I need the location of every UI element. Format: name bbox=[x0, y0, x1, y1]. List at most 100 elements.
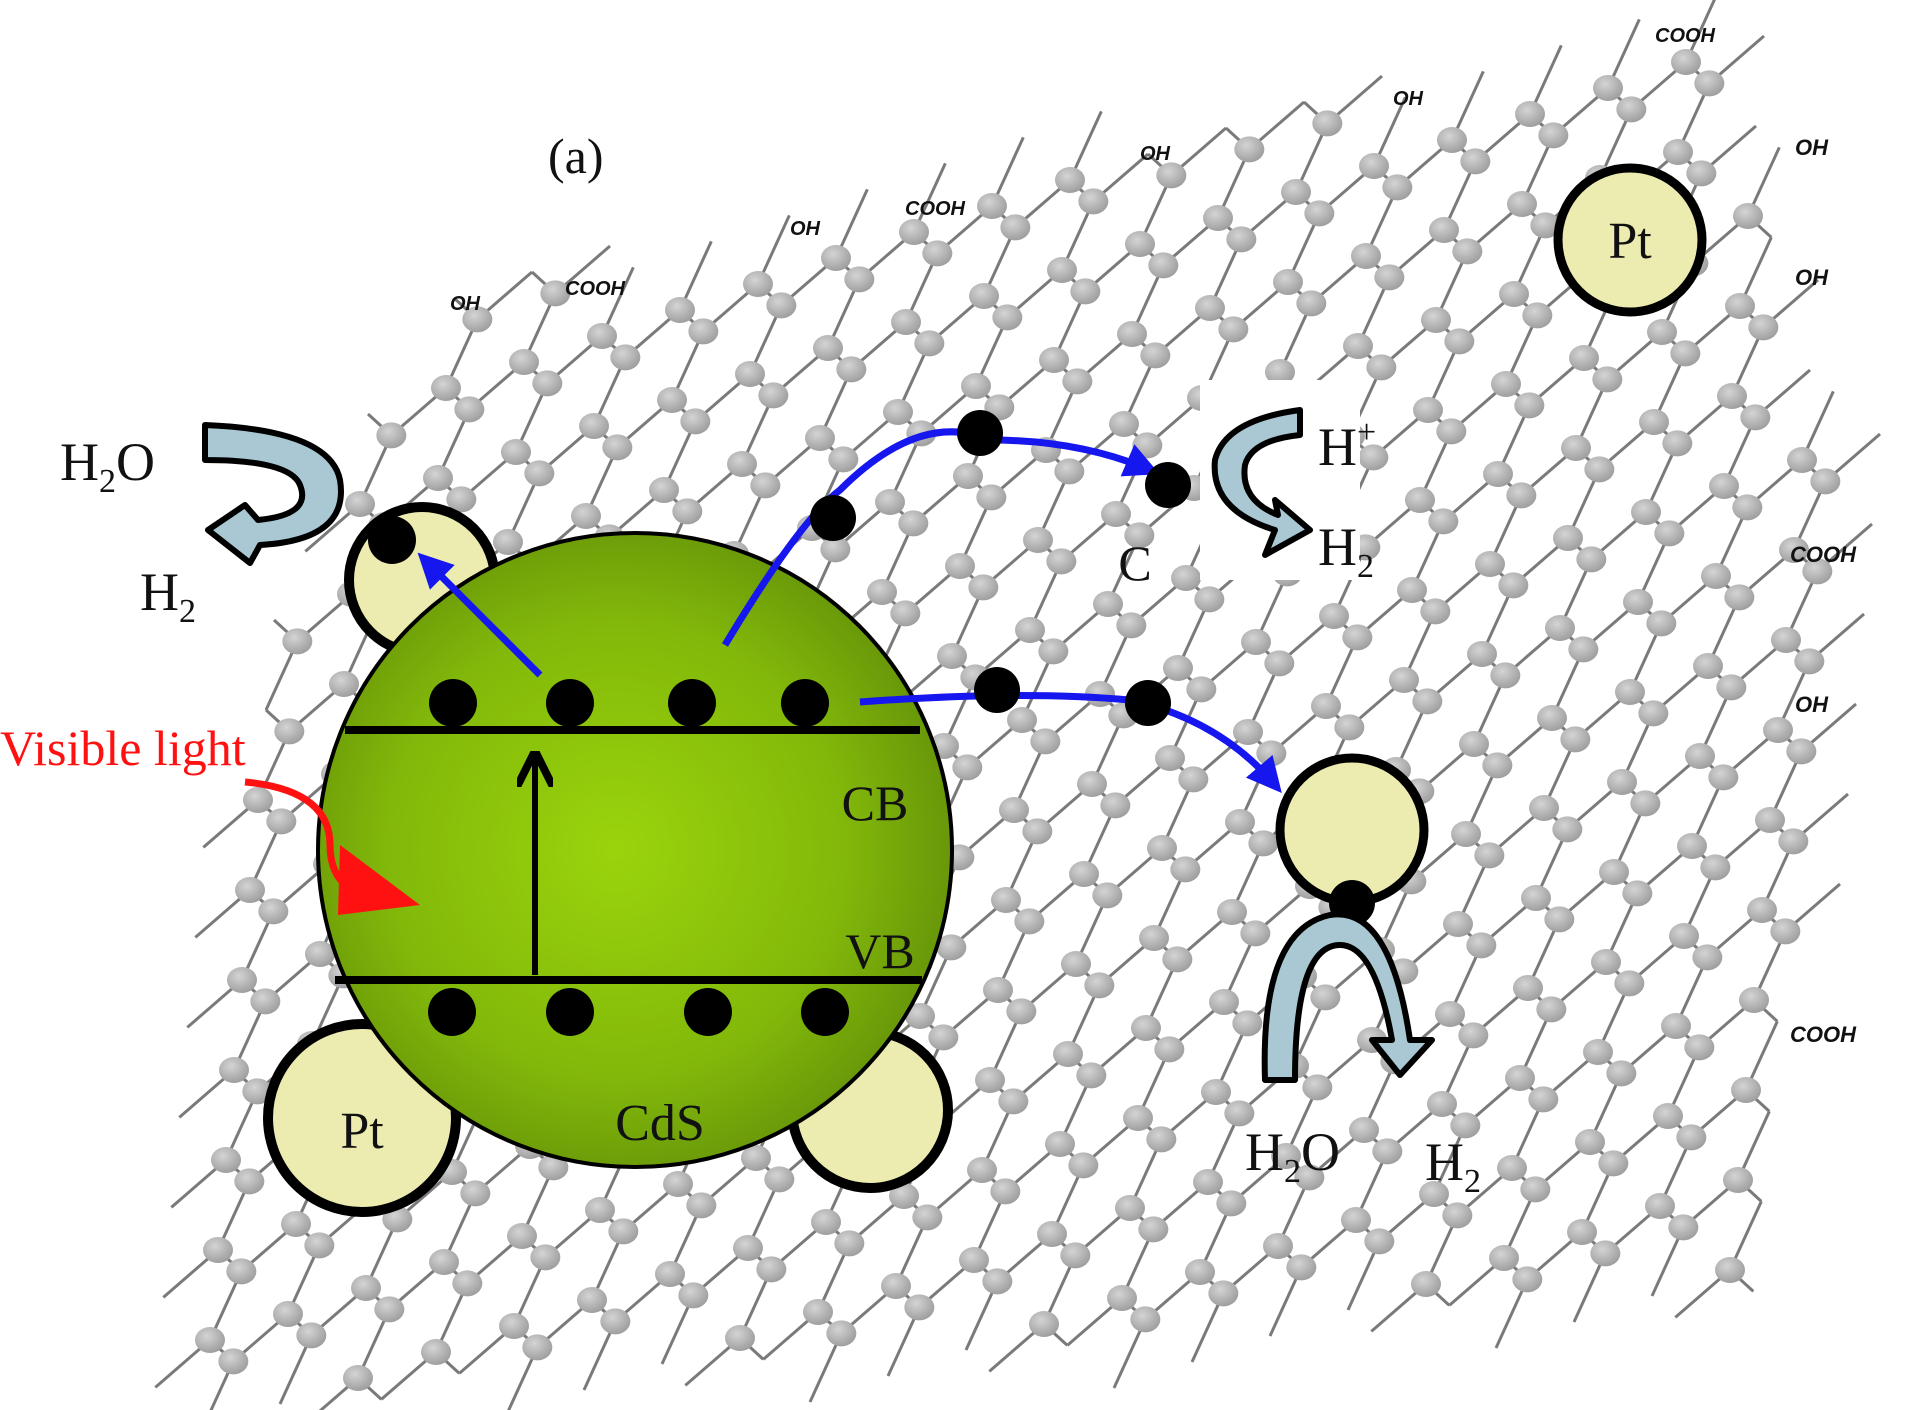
carbon-atom bbox=[1732, 494, 1763, 521]
carbon-atom bbox=[1124, 522, 1155, 549]
carbon-atom bbox=[1561, 435, 1591, 461]
carbon-atom bbox=[1154, 1036, 1185, 1063]
carbon-atom bbox=[1631, 499, 1661, 525]
carbon-atom bbox=[680, 408, 711, 435]
carbon-atom bbox=[1452, 238, 1483, 265]
carbon-atom bbox=[811, 1209, 841, 1235]
carbon-atom bbox=[1802, 558, 1833, 585]
carbon-atom bbox=[1491, 371, 1521, 397]
carbon-atom bbox=[499, 1313, 529, 1339]
carbon-atom bbox=[1623, 589, 1653, 615]
carbon-atom bbox=[898, 510, 929, 537]
carbon-atom bbox=[899, 219, 929, 245]
carbon-atom bbox=[1240, 920, 1271, 947]
carbon-atom bbox=[952, 754, 983, 781]
carbon-atom bbox=[540, 280, 571, 307]
carbon-atom bbox=[766, 292, 797, 319]
carbon-atom bbox=[1647, 319, 1677, 345]
hydroxyl-group: OH bbox=[1795, 265, 1829, 290]
carbon-atom bbox=[1670, 340, 1701, 367]
carboxyl-group: COOH bbox=[1790, 1022, 1857, 1047]
carbon-atom bbox=[725, 1325, 755, 1351]
carbon-atom bbox=[1311, 693, 1341, 719]
hole bbox=[801, 988, 849, 1036]
vb-holes bbox=[428, 988, 849, 1036]
carbon-atom bbox=[227, 967, 257, 993]
carbon-atom bbox=[423, 465, 453, 491]
carbon-atom bbox=[1294, 1164, 1325, 1191]
carbon-atom bbox=[1560, 726, 1591, 753]
carbon-atom bbox=[1482, 752, 1513, 779]
carbon-atom bbox=[1787, 447, 1817, 473]
carbon-atom bbox=[602, 434, 633, 461]
carbon-atom bbox=[1639, 409, 1669, 435]
carbon-atom bbox=[991, 887, 1021, 913]
carbon-atom bbox=[733, 1235, 763, 1261]
cds-particle: CB VB CdS bbox=[316, 531, 954, 1169]
carbon-atom bbox=[522, 1334, 553, 1361]
electron bbox=[781, 679, 829, 727]
cds-label: CdS bbox=[615, 1095, 705, 1152]
carbon-atom bbox=[1615, 679, 1645, 705]
carbon-atom bbox=[1132, 432, 1163, 459]
cb-label: CB bbox=[842, 775, 909, 831]
carbon-atom bbox=[1162, 946, 1193, 973]
carbon-atom bbox=[1076, 1062, 1107, 1089]
carbon-atom bbox=[1716, 674, 1747, 701]
pt-label: Pt bbox=[1608, 213, 1652, 270]
carboxyl-group: COOH bbox=[565, 278, 626, 300]
carbon-atom bbox=[1778, 828, 1809, 855]
carbon-electron bbox=[1145, 462, 1191, 508]
carbon-atom bbox=[1023, 527, 1053, 553]
carbon-atom bbox=[1100, 792, 1131, 819]
carbon-atom bbox=[608, 1218, 639, 1245]
visible-light-label: Visible light bbox=[0, 720, 246, 776]
carbon-atom bbox=[1209, 989, 1239, 1015]
carbon-atom bbox=[1038, 638, 1069, 665]
h2o-label: H2O bbox=[60, 432, 155, 500]
carbon-atom bbox=[820, 536, 851, 563]
carbon-atom bbox=[1178, 766, 1209, 793]
electron bbox=[1125, 680, 1171, 726]
carbon-atom bbox=[891, 309, 921, 335]
carboxyl-group: COOH bbox=[1655, 25, 1716, 47]
carbon-atom bbox=[1420, 598, 1451, 625]
wavy-red-arrow-icon bbox=[244, 778, 420, 915]
carbon-atom bbox=[1310, 984, 1341, 1011]
carbon-atom bbox=[1530, 212, 1561, 239]
carbon-atom bbox=[1591, 949, 1621, 975]
carbon-atom bbox=[821, 245, 851, 271]
carbon-atom bbox=[1786, 738, 1817, 765]
carbon-atom bbox=[1646, 610, 1677, 637]
carbon-atom bbox=[1046, 548, 1077, 575]
carbon-atom bbox=[1364, 1228, 1395, 1255]
carbon-atom bbox=[678, 1282, 709, 1309]
carbon-atom bbox=[990, 1178, 1021, 1205]
carbon-atom bbox=[1498, 572, 1529, 599]
carbon-atom bbox=[961, 373, 991, 399]
carbon-atom bbox=[928, 1024, 959, 1051]
carbon-atom bbox=[912, 1204, 943, 1231]
carbon-atom bbox=[1724, 584, 1755, 611]
carbon-atom bbox=[1545, 615, 1575, 641]
carbon-atom bbox=[875, 489, 905, 515]
carbon-atom bbox=[750, 472, 781, 499]
carbon-atom bbox=[1312, 110, 1343, 137]
carbon-atom bbox=[1077, 771, 1107, 797]
carbon-atom bbox=[1203, 205, 1233, 231]
carbon-atom bbox=[1436, 418, 1467, 445]
carbon-atom bbox=[1351, 243, 1381, 269]
carbon-atom bbox=[1443, 911, 1473, 937]
carbon-atom bbox=[1382, 174, 1413, 201]
carbon-atom bbox=[258, 898, 289, 925]
carbon-atom bbox=[374, 1296, 405, 1323]
carbon-atom bbox=[1692, 944, 1723, 971]
carbon-atom bbox=[1225, 809, 1255, 835]
carbon-atom bbox=[1755, 807, 1785, 833]
carbon-atom bbox=[1405, 487, 1435, 513]
carbon-atom bbox=[758, 382, 789, 409]
path-to-right-pt bbox=[859, 691, 1282, 794]
carbon-atom bbox=[826, 1320, 857, 1347]
carbon-atom bbox=[1512, 1266, 1543, 1293]
carbon-atom bbox=[1685, 743, 1715, 769]
